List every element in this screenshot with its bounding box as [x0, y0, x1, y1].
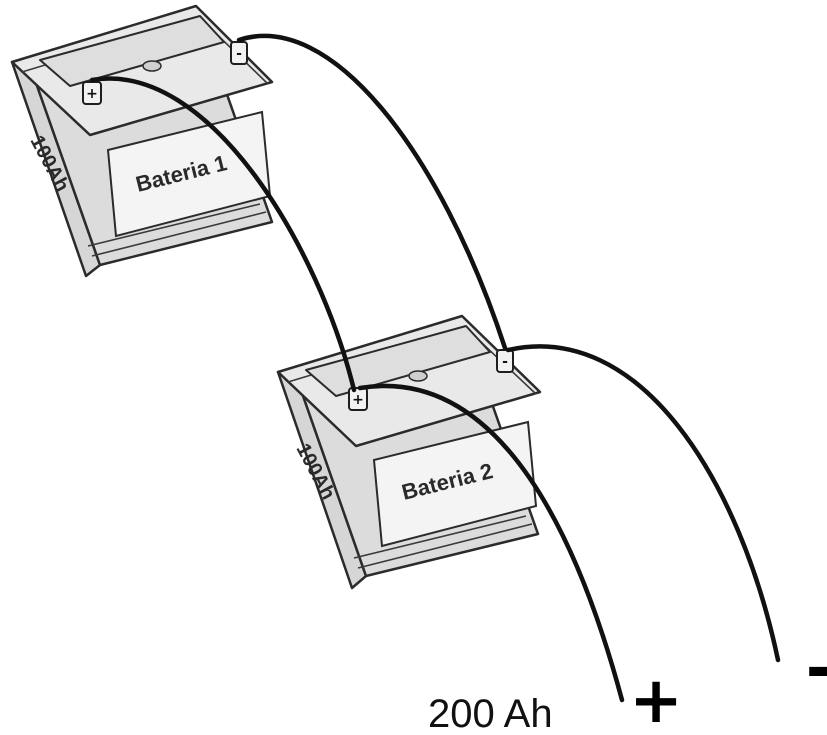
total-capacity-label: 200 Ah	[428, 692, 553, 735]
output-positive-symbol: +	[629, 664, 683, 735]
battery-2-label-panel	[372, 420, 538, 548]
battery-2-negative-terminal: -	[496, 349, 514, 373]
battery-2: + - 100Ah Bateria 2	[276, 314, 542, 590]
output-negative-symbol: -	[806, 632, 827, 706]
battery-1-positive-terminal: +	[82, 81, 102, 105]
battery-1-negative-symbol: -	[236, 46, 242, 62]
cable-positive-link	[89, 76, 357, 393]
battery-2-negative-symbol: -	[502, 354, 508, 370]
cable-negative-output	[505, 344, 781, 663]
battery-1: + - 100Ah Bateria 1	[10, 4, 274, 278]
battery-1-positive-symbol: +	[86, 86, 98, 102]
cable-negative-link	[236, 33, 508, 351]
cable-positive-output	[357, 383, 625, 703]
battery-2-positive-symbol: +	[352, 392, 364, 408]
battery-2-positive-terminal: +	[348, 387, 368, 411]
battery-1-negative-terminal: -	[230, 41, 248, 65]
